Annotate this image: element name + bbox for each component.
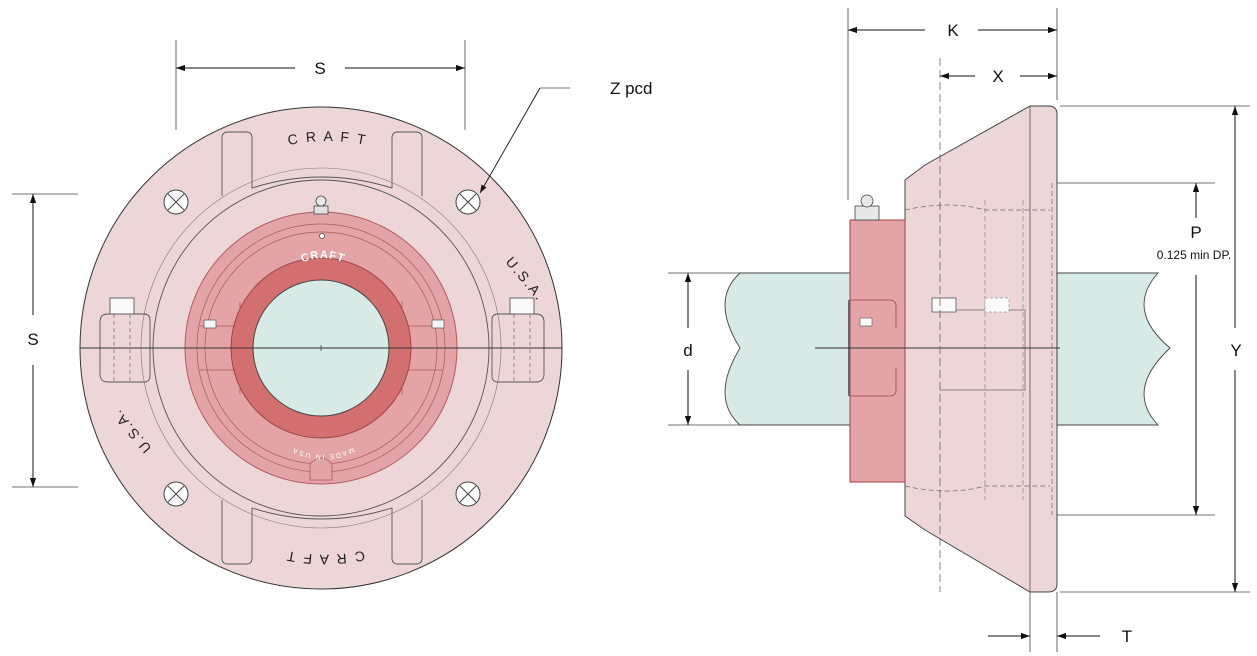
- bolt-hole: [163, 481, 189, 507]
- dim-t: T: [1122, 627, 1132, 646]
- dim-s-vertical: S: [27, 330, 38, 349]
- grease-fitting-icon: [313, 195, 329, 239]
- bolt-hole: [455, 189, 481, 215]
- front-view: C R A F T C R A F T U.S.A. U.S.A. CRAFT …: [79, 106, 563, 590]
- bolt-hole: [163, 189, 189, 215]
- dim-x: X: [992, 67, 1003, 86]
- collar-brand-text: CRAFT: [299, 249, 346, 265]
- bolt-hole: [455, 481, 481, 507]
- shaft-left: [724, 272, 851, 426]
- left-setscrew: [109, 297, 135, 315]
- dim-y: Y: [1230, 341, 1241, 360]
- housing-cone: [904, 105, 1058, 593]
- dim-k: K: [947, 21, 959, 40]
- shaft-right: [1054, 272, 1171, 426]
- dim-z-pcd: Z pcd: [610, 79, 653, 98]
- dim-p-note: 0.125 min DP.: [1157, 248, 1232, 262]
- top-lug: [221, 131, 423, 196]
- front-dimensions: S S Z pcd: [12, 40, 653, 488]
- side-collar: [849, 219, 906, 483]
- side-dimensions: K X P 0.125 min DP. Y d T: [668, 8, 1250, 652]
- right-setscrew: [509, 297, 535, 315]
- bottom-lug: [221, 500, 423, 565]
- brand-bottom-text: C R A F T: [284, 548, 367, 568]
- dim-d: d: [683, 341, 692, 360]
- side-view: [724, 105, 1171, 593]
- dim-p: P: [1190, 223, 1201, 242]
- dim-s-horizontal: S: [314, 59, 325, 78]
- brand-top-text: C R A F T: [286, 128, 369, 148]
- side-grease-fitting-icon: [854, 194, 880, 221]
